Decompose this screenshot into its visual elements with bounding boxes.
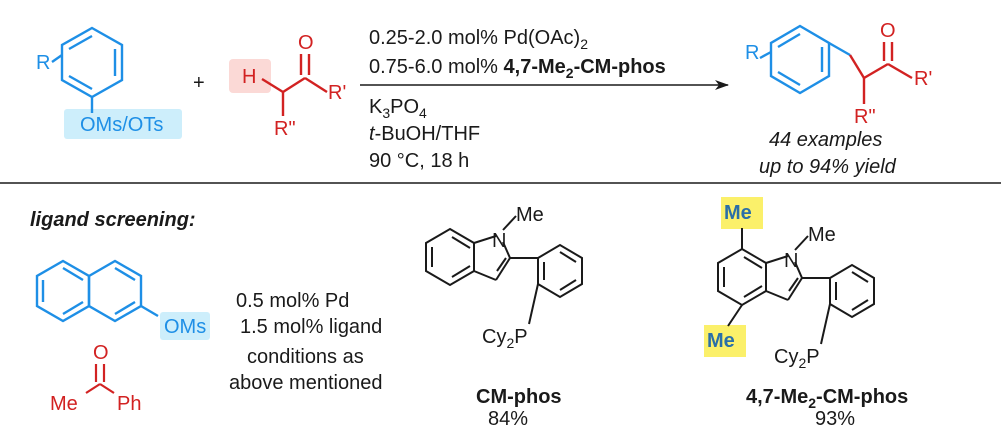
me2-cm-phos-n-label: N: [784, 250, 799, 272]
cm-phos-name: CM-phos: [476, 386, 562, 408]
acetophenone-methyl-label: Me: [50, 393, 78, 415]
ketone-r2-label: R": [274, 118, 296, 140]
examples-count: 44 examples: [769, 129, 883, 151]
ligand-name-subscript: 2: [565, 65, 574, 81]
aryl-substituent-label: R: [36, 52, 51, 74]
aryl-sulfonate-structure: [51, 26, 124, 113]
screening-leaving-group-highlight: [160, 312, 210, 340]
alpha-h-label: H: [242, 66, 257, 88]
base-label: K3PO4: [369, 96, 427, 121]
me2-cm-phos-name: 4,7-Me2-CM-phos: [746, 386, 909, 411]
product-ketone-structure: [848, 42, 913, 104]
me2-cm-phos-top-methyl-label: Me: [724, 202, 752, 224]
ligand-amount: 0.75-6.0 mol%: [369, 56, 498, 78]
product-aryl-substituent-label: R: [745, 42, 760, 64]
solvent-label: t-BuOH/THF: [369, 123, 481, 145]
ligand-loading: 1.5 mol% ligand: [240, 316, 383, 338]
acetophenone-phenyl-label: Ph: [117, 393, 142, 415]
me2-cm-phos-structure: [717, 228, 875, 345]
alpha-h-highlight: [229, 59, 271, 93]
ligand-name-tail: -CM-phos: [573, 56, 666, 78]
ligand-name-prefix: 4,7-Me: [503, 56, 566, 78]
pd-loading: 0.5 mol% Pd: [236, 290, 350, 312]
ketone-r1-label: R': [328, 82, 347, 104]
cm-phos-n-methyl-label: Me: [516, 204, 544, 226]
product-r2-label: R": [854, 106, 876, 128]
acetophenone-structure: [85, 364, 115, 394]
product-oxygen-label: O: [880, 20, 896, 42]
temperature-time-label: 90 °C, 18 h: [369, 150, 470, 172]
conditions-line1: conditions as: [247, 346, 364, 368]
cm-phos-n-label: N: [492, 230, 507, 252]
cm-phos-phosphine-label: Cy2P: [482, 326, 528, 351]
ketone-oxygen-label: O: [298, 32, 314, 54]
me2-cm-phos-yield: 93%: [815, 408, 856, 430]
screening-leaving-group-label: OMs: [164, 316, 207, 338]
cm-phos-yield: 84%: [488, 408, 529, 430]
ketone-structure: [261, 54, 328, 116]
me2-cm-phos-bottom-methyl-label: Me: [707, 330, 735, 352]
catalyst-line: 0.25-2.0 mol% Pd(OAc)2: [369, 27, 588, 52]
ligand-name: 4,7-Me2-CM-phos: [503, 56, 666, 81]
naphthyl-mesylate-structure: [35, 259, 159, 323]
ligand-screening-heading: ligand screening:: [30, 209, 196, 231]
plus-sign: +: [193, 72, 205, 94]
conditions-line2: above mentioned: [229, 372, 383, 394]
me2-cm-phos-phosphine-label: Cy2P: [774, 346, 820, 371]
me2-cm-phos-n-methyl-label: Me: [808, 224, 836, 246]
cm-phos-structure: [425, 215, 583, 325]
product-aryl-structure: [759, 24, 851, 95]
methyl-highlight-bottom: [704, 325, 746, 357]
methyl-highlight-top: [721, 197, 763, 229]
catalyst-amount: 0.25-2.0 mol% Pd(OAc): [369, 27, 581, 49]
catalyst-subscript: 2: [580, 36, 588, 52]
ligand-line: 0.75-6.0 mol% 4,7-Me2-CM-phos: [369, 56, 666, 81]
acetophenone-oxygen-label: O: [93, 342, 109, 364]
product-r1-label: R': [914, 68, 933, 90]
max-yield: up to 94% yield: [759, 156, 896, 178]
leaving-group-highlight: [64, 109, 182, 139]
leaving-group-label: OMs/OTs: [80, 114, 164, 136]
